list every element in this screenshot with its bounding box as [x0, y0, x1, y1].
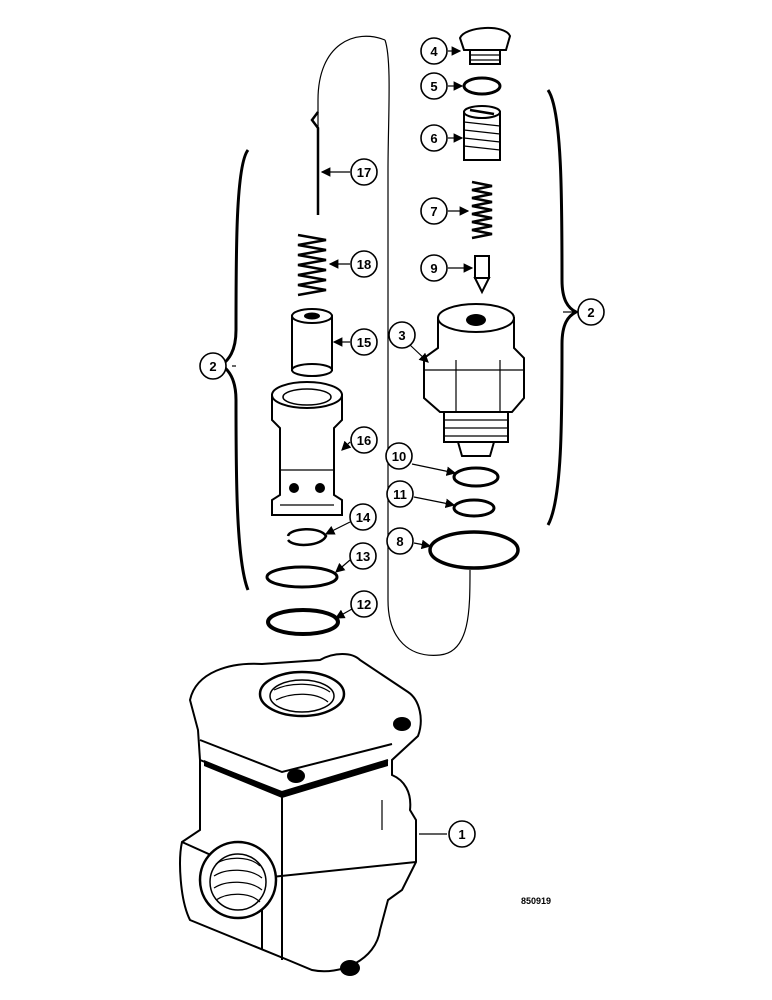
- right-brace: [546, 89, 580, 526]
- callout-14: 14: [349, 503, 377, 531]
- spring-7: [471, 180, 493, 240]
- sleeve-15: [291, 308, 333, 377]
- callout-8: 8: [386, 527, 414, 555]
- callout-2-right: 2: [577, 298, 605, 326]
- svg-text:12: 12: [357, 597, 371, 612]
- o-ring-10: [452, 466, 500, 488]
- svg-text:16: 16: [357, 433, 371, 448]
- svg-text:9: 9: [430, 261, 437, 276]
- callout-9: 9: [420, 254, 448, 282]
- cartridge-16: [271, 381, 343, 516]
- callout-4: 4: [420, 37, 448, 65]
- callout-5: 5: [420, 72, 448, 100]
- svg-text:10: 10: [392, 449, 406, 464]
- valve-housing-1: [179, 653, 422, 976]
- assembly-outline: [317, 35, 471, 656]
- svg-text:17: 17: [357, 165, 371, 180]
- svg-text:6: 6: [430, 131, 437, 146]
- callout-15: 15: [350, 328, 378, 356]
- callout-3: 3: [388, 321, 416, 349]
- adjusting-screw-6: [463, 105, 501, 161]
- leader-8: [413, 539, 432, 550]
- svg-text:14: 14: [356, 510, 371, 525]
- leader-14: [324, 521, 351, 535]
- seal-5: [462, 76, 502, 96]
- o-ring-12: [266, 608, 340, 636]
- svg-text:4: 4: [430, 44, 438, 59]
- svg-text:2: 2: [209, 359, 216, 374]
- svg-text:8: 8: [396, 534, 403, 549]
- leader-13: [335, 559, 351, 573]
- callout-10: 10: [385, 442, 413, 470]
- svg-text:13: 13: [356, 549, 370, 564]
- callout-12: 12: [350, 590, 378, 618]
- callout-18: 18: [350, 250, 378, 278]
- svg-text:7: 7: [430, 204, 437, 219]
- leader-10: [411, 463, 457, 476]
- callout-16: 16: [350, 426, 378, 454]
- callout-6: 6: [420, 124, 448, 152]
- svg-text:18: 18: [357, 257, 371, 272]
- svg-text:1: 1: [458, 827, 465, 842]
- wire-clip: [310, 111, 320, 215]
- snap-ring-14: [286, 528, 328, 547]
- callout-11: 11: [386, 480, 414, 508]
- o-ring-8: [428, 530, 520, 570]
- callout-7: 7: [420, 197, 448, 225]
- callout-17: 17: [350, 158, 378, 186]
- callout-2-left: 2: [199, 352, 227, 380]
- svg-text:15: 15: [357, 335, 371, 350]
- leader-3: [409, 344, 429, 363]
- poppet-9: [473, 255, 491, 295]
- svg-text:11: 11: [393, 487, 407, 502]
- svg-text:3: 3: [398, 328, 405, 343]
- callout-1: 1: [448, 820, 476, 848]
- callout-13: 13: [349, 542, 377, 570]
- svg-text:5: 5: [430, 79, 437, 94]
- relief-valve-body-3: [423, 303, 525, 457]
- spring-18: [296, 232, 328, 297]
- o-ring-11: [452, 498, 496, 518]
- leader-12: [334, 608, 353, 619]
- figure-code: 850919: [521, 896, 551, 906]
- svg-text:2: 2: [587, 305, 594, 320]
- leader-16: [341, 440, 352, 451]
- leader-11: [413, 496, 456, 509]
- plug-4: [458, 26, 512, 65]
- backup-ring-13: [265, 565, 339, 589]
